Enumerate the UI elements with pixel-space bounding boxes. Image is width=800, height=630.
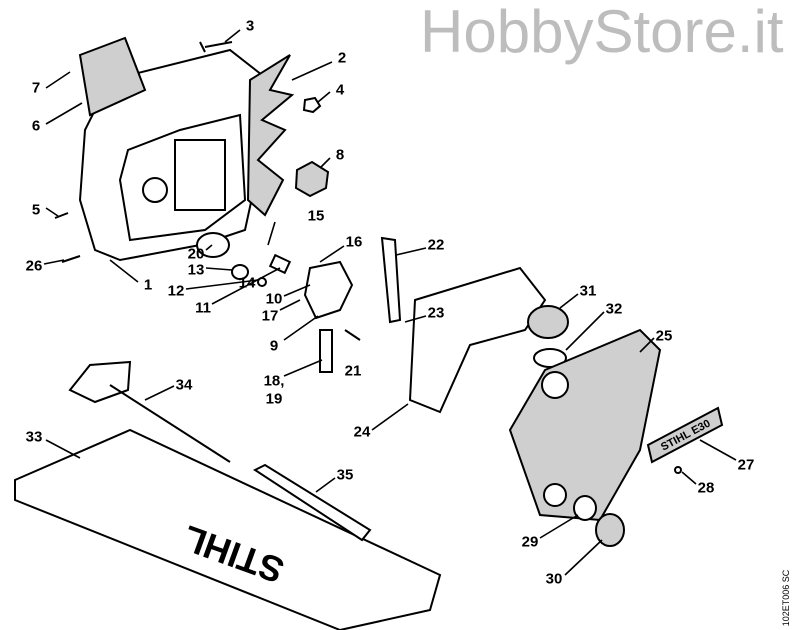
part-label: 31 xyxy=(579,282,597,300)
spike-bumper xyxy=(246,54,295,217)
part-label: 1 xyxy=(143,276,153,294)
pump-body xyxy=(303,260,354,320)
part-label: 26 xyxy=(25,257,43,275)
tank-port xyxy=(543,483,567,507)
part-label: 22 xyxy=(427,236,445,254)
bar-bag xyxy=(14,428,442,630)
part-label: 2 xyxy=(337,49,347,67)
watermark: HobbyStore.it xyxy=(420,0,784,65)
part-label: 20 xyxy=(187,245,205,263)
part-label: 32 xyxy=(605,300,623,318)
drawing-code: 102ET006 SC xyxy=(781,569,791,627)
part-label: 6 xyxy=(31,117,41,135)
part-label: 16 xyxy=(345,233,363,251)
pin-5 xyxy=(54,212,69,219)
part-label: 14 xyxy=(238,274,256,292)
plate-hole xyxy=(142,177,168,203)
nut-small xyxy=(302,96,322,114)
tank-housing xyxy=(508,328,662,522)
part-label: 30 xyxy=(545,570,563,588)
part-label: 34 xyxy=(175,376,193,394)
part-label: 33 xyxy=(25,428,43,446)
badge xyxy=(646,406,724,464)
oil-cap xyxy=(527,305,569,339)
part-label: 3 xyxy=(245,17,255,35)
chain-tensioner xyxy=(252,463,372,542)
part-label: 29 xyxy=(521,533,539,551)
screw-21 xyxy=(344,329,361,341)
part-label: 15 xyxy=(307,207,325,225)
part-label: 9 xyxy=(269,337,279,355)
part-label: 19 xyxy=(265,390,283,408)
part-label: 24 xyxy=(353,423,371,441)
part-label: 28 xyxy=(697,479,715,497)
washer xyxy=(231,264,249,280)
guide-plate xyxy=(78,36,147,117)
part-label: 4 xyxy=(335,81,345,99)
part-label: 18, xyxy=(263,372,285,390)
part-label: 21 xyxy=(344,362,362,380)
part-label: 27 xyxy=(737,456,755,474)
gasket xyxy=(196,232,230,258)
tank-opening xyxy=(541,371,569,399)
part-label: 13 xyxy=(187,261,205,279)
part-label: 25 xyxy=(655,327,673,345)
tank-gasket xyxy=(408,266,547,414)
part-label: 8 xyxy=(335,146,345,164)
part-label: 11 xyxy=(195,299,211,317)
combi-wrench xyxy=(68,360,231,463)
suction-hose xyxy=(380,236,402,324)
part-label: 35 xyxy=(336,466,354,484)
part-label: 5 xyxy=(31,201,41,219)
screw-28 xyxy=(674,466,682,474)
spring-seat xyxy=(268,253,292,275)
part-label: 17 xyxy=(261,307,279,325)
leader-lines xyxy=(43,29,737,576)
collar-nut xyxy=(294,160,330,198)
part-label: 12 xyxy=(167,282,185,300)
pump-piston xyxy=(319,329,333,373)
pin-15 xyxy=(267,221,276,246)
o-ring xyxy=(573,495,597,521)
plug xyxy=(595,513,625,547)
part-label: 10 xyxy=(265,290,283,308)
part-label: 23 xyxy=(427,304,445,322)
part-label: 7 xyxy=(31,79,41,97)
screw-26 xyxy=(61,255,81,263)
plate-recess xyxy=(174,139,226,211)
screw-3 xyxy=(199,41,233,53)
